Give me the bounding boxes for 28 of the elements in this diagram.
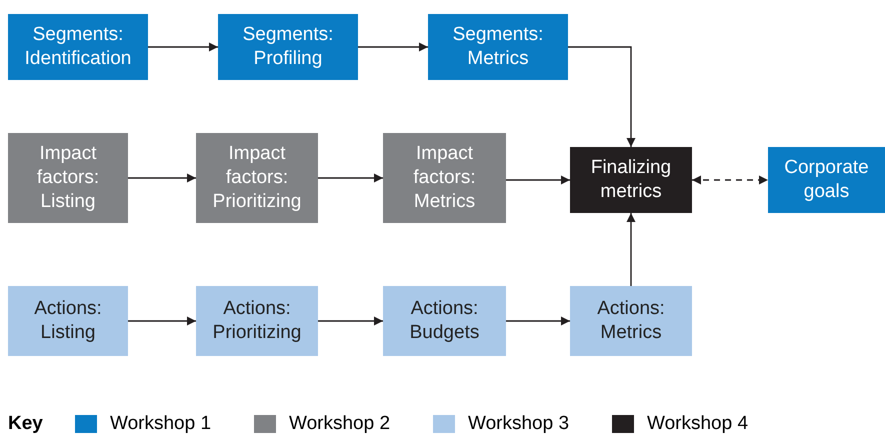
process-box: Segments: Metrics [428, 14, 568, 80]
arrow [318, 174, 383, 182]
process-box: Finalizing metrics [570, 147, 692, 213]
arrow [318, 316, 383, 326]
arrow [128, 174, 196, 182]
process-box: Actions: Budgets [383, 286, 506, 356]
process-box: Impact factors: Metrics [383, 133, 506, 223]
process-box: Impact factors: Prioritizing [196, 133, 318, 223]
arrow [358, 42, 428, 52]
legend-title: Key [8, 413, 43, 435]
legend-text: Workshop 1 [110, 413, 212, 435]
legend-text: Workshop 2 [289, 413, 390, 435]
process-box: Actions: Prioritizing [196, 286, 318, 356]
arrow [692, 176, 768, 184]
process-box: Segments: Identification [8, 14, 148, 80]
process-box: Impact factors: Listing [8, 133, 128, 223]
legend-text: Workshop 4 [647, 413, 748, 435]
arrow [506, 176, 570, 184]
arrow [148, 42, 218, 52]
legend-text: Workshop 3 [468, 413, 570, 435]
process-box: Actions: Listing [8, 286, 128, 356]
process-box: Actions: Metrics [570, 286, 692, 356]
process-box: Segments: Profiling [218, 14, 358, 80]
process-box: Corporate goals [768, 147, 885, 213]
arrow [568, 46, 636, 147]
arrow [128, 316, 196, 326]
arrow [506, 316, 570, 326]
arrow [626, 213, 636, 286]
